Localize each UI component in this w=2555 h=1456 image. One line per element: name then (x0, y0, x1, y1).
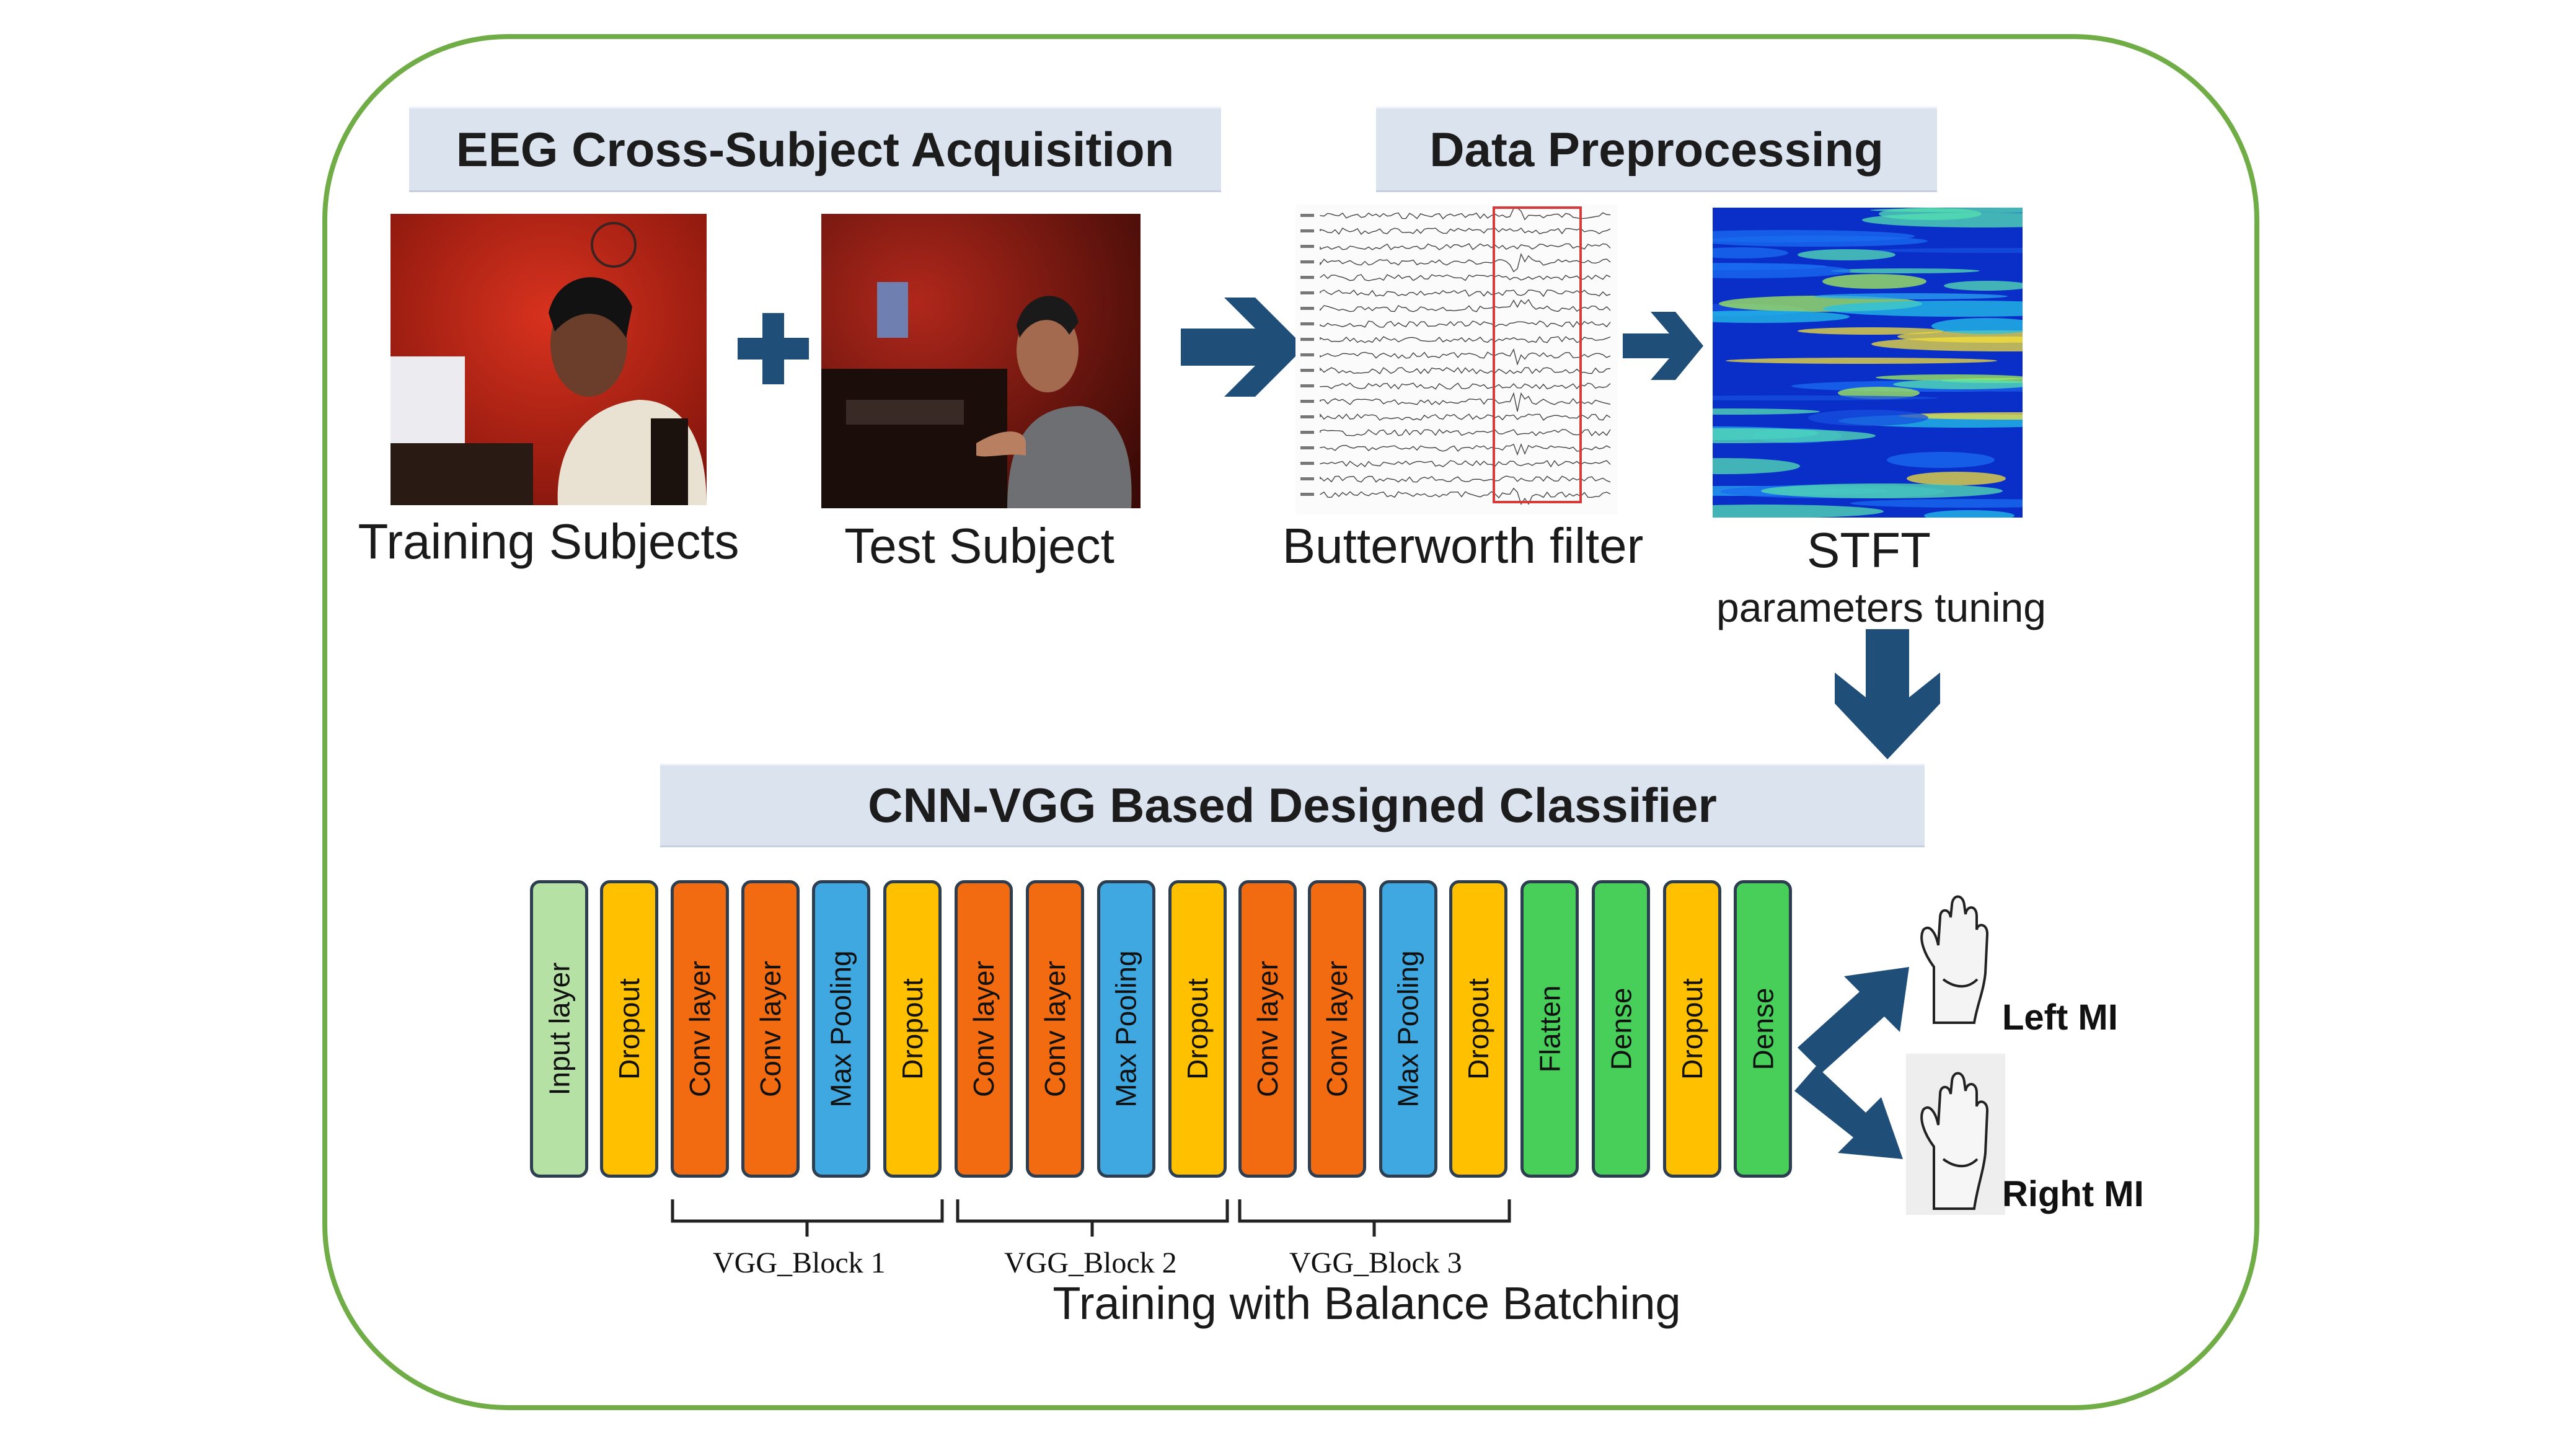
vgg-block-label: VGG_Block 2 (1004, 1246, 1177, 1279)
vgg-block-brackets (671, 1199, 1511, 1237)
vgg-block-label: VGG_Block 3 (1289, 1246, 1462, 1279)
vgg-block-label: VGG_Block 1 (713, 1246, 886, 1279)
layer-box: Dense (1592, 880, 1650, 1178)
layer-label: Max Pooling (825, 950, 858, 1108)
arrow-right-icon (1181, 298, 1305, 397)
arrow-down-icon (1835, 629, 1940, 759)
layer-label: Dense (1747, 987, 1779, 1070)
layer-label: Max Pooling (1392, 950, 1425, 1108)
layer-label: Flatten (1533, 985, 1566, 1073)
output-left-mi: Left MI (2002, 997, 2118, 1038)
rounded-frame (322, 34, 2259, 1410)
plus-icon (738, 313, 809, 384)
layer-label: Dropout (896, 978, 929, 1080)
layer-box: Conv layer (741, 880, 800, 1178)
layer-label: Conv layer (1039, 961, 1071, 1097)
banner-preprocessing: Data Preprocessing (1376, 107, 1937, 192)
layer-box: Conv layer (1308, 880, 1366, 1178)
banner-classifier: CNN-VGG Based Designed Classifier (660, 764, 1925, 847)
layer-label: Max Pooling (1110, 950, 1143, 1108)
stft-spectrogram (1588, 208, 2159, 521)
arrow-up-right-icon (1798, 967, 1909, 1072)
arrow-right-icon (1623, 312, 1703, 380)
layer-label: Conv layer (1321, 961, 1353, 1097)
training-subjects-photo (391, 214, 707, 505)
layer-box: Dropout (1449, 880, 1507, 1178)
layer-box: Conv layer (955, 880, 1013, 1178)
layer-box: Input layer (530, 880, 588, 1178)
banner-acquisition: EEG Cross-Subject Acquisition (409, 107, 1221, 192)
layer-box: Dense (1734, 880, 1792, 1178)
layer-box: Dropout (1663, 880, 1721, 1178)
caption-stft: STFT (1807, 523, 1931, 578)
layer-box: Dropout (1168, 880, 1227, 1178)
test-subject-photo (821, 214, 1141, 508)
layer-label: Dropout (1462, 978, 1494, 1080)
layer-label: Dropout (613, 978, 645, 1080)
layer-box: Flatten (1520, 880, 1579, 1178)
layer-box: Dropout (600, 880, 658, 1178)
layer-box: Conv layer (1026, 880, 1084, 1178)
layer-label: Dropout (1181, 978, 1214, 1080)
eeg-signal-plot (1295, 205, 1618, 514)
output-right-mi: Right MI (2002, 1174, 2144, 1214)
layer-label: Conv layer (684, 961, 716, 1097)
caption-test-subject: Test Subject (844, 518, 1114, 573)
hand-icon (1912, 880, 2005, 1029)
layer-label: Input layer (543, 962, 576, 1096)
layer-box: Conv layer (1238, 880, 1297, 1178)
layer-label: Conv layer (754, 961, 787, 1097)
layer-box: Max Pooling (812, 880, 870, 1178)
layer-label: Conv layer (1251, 961, 1284, 1097)
layer-box: Dropout (883, 880, 942, 1178)
layer-label: Dense (1605, 987, 1637, 1070)
layer-box: Max Pooling (1379, 880, 1437, 1178)
caption-training-subjects: Training Subjects (358, 514, 739, 569)
caption-stft-parameters: parameters tuning (1716, 585, 2046, 630)
layer-label: Dropout (1676, 978, 1708, 1080)
training-note: Training with Balance Batching (1052, 1277, 1681, 1329)
layer-label: Conv layer (968, 961, 1000, 1097)
layer-box: Max Pooling (1097, 880, 1155, 1178)
hand-icon (1906, 1054, 2005, 1215)
caption-butterworth: Butterworth filter (1282, 518, 1644, 573)
arrow-down-right-icon (1794, 1066, 1903, 1159)
layer-box: Conv layer (671, 880, 729, 1178)
